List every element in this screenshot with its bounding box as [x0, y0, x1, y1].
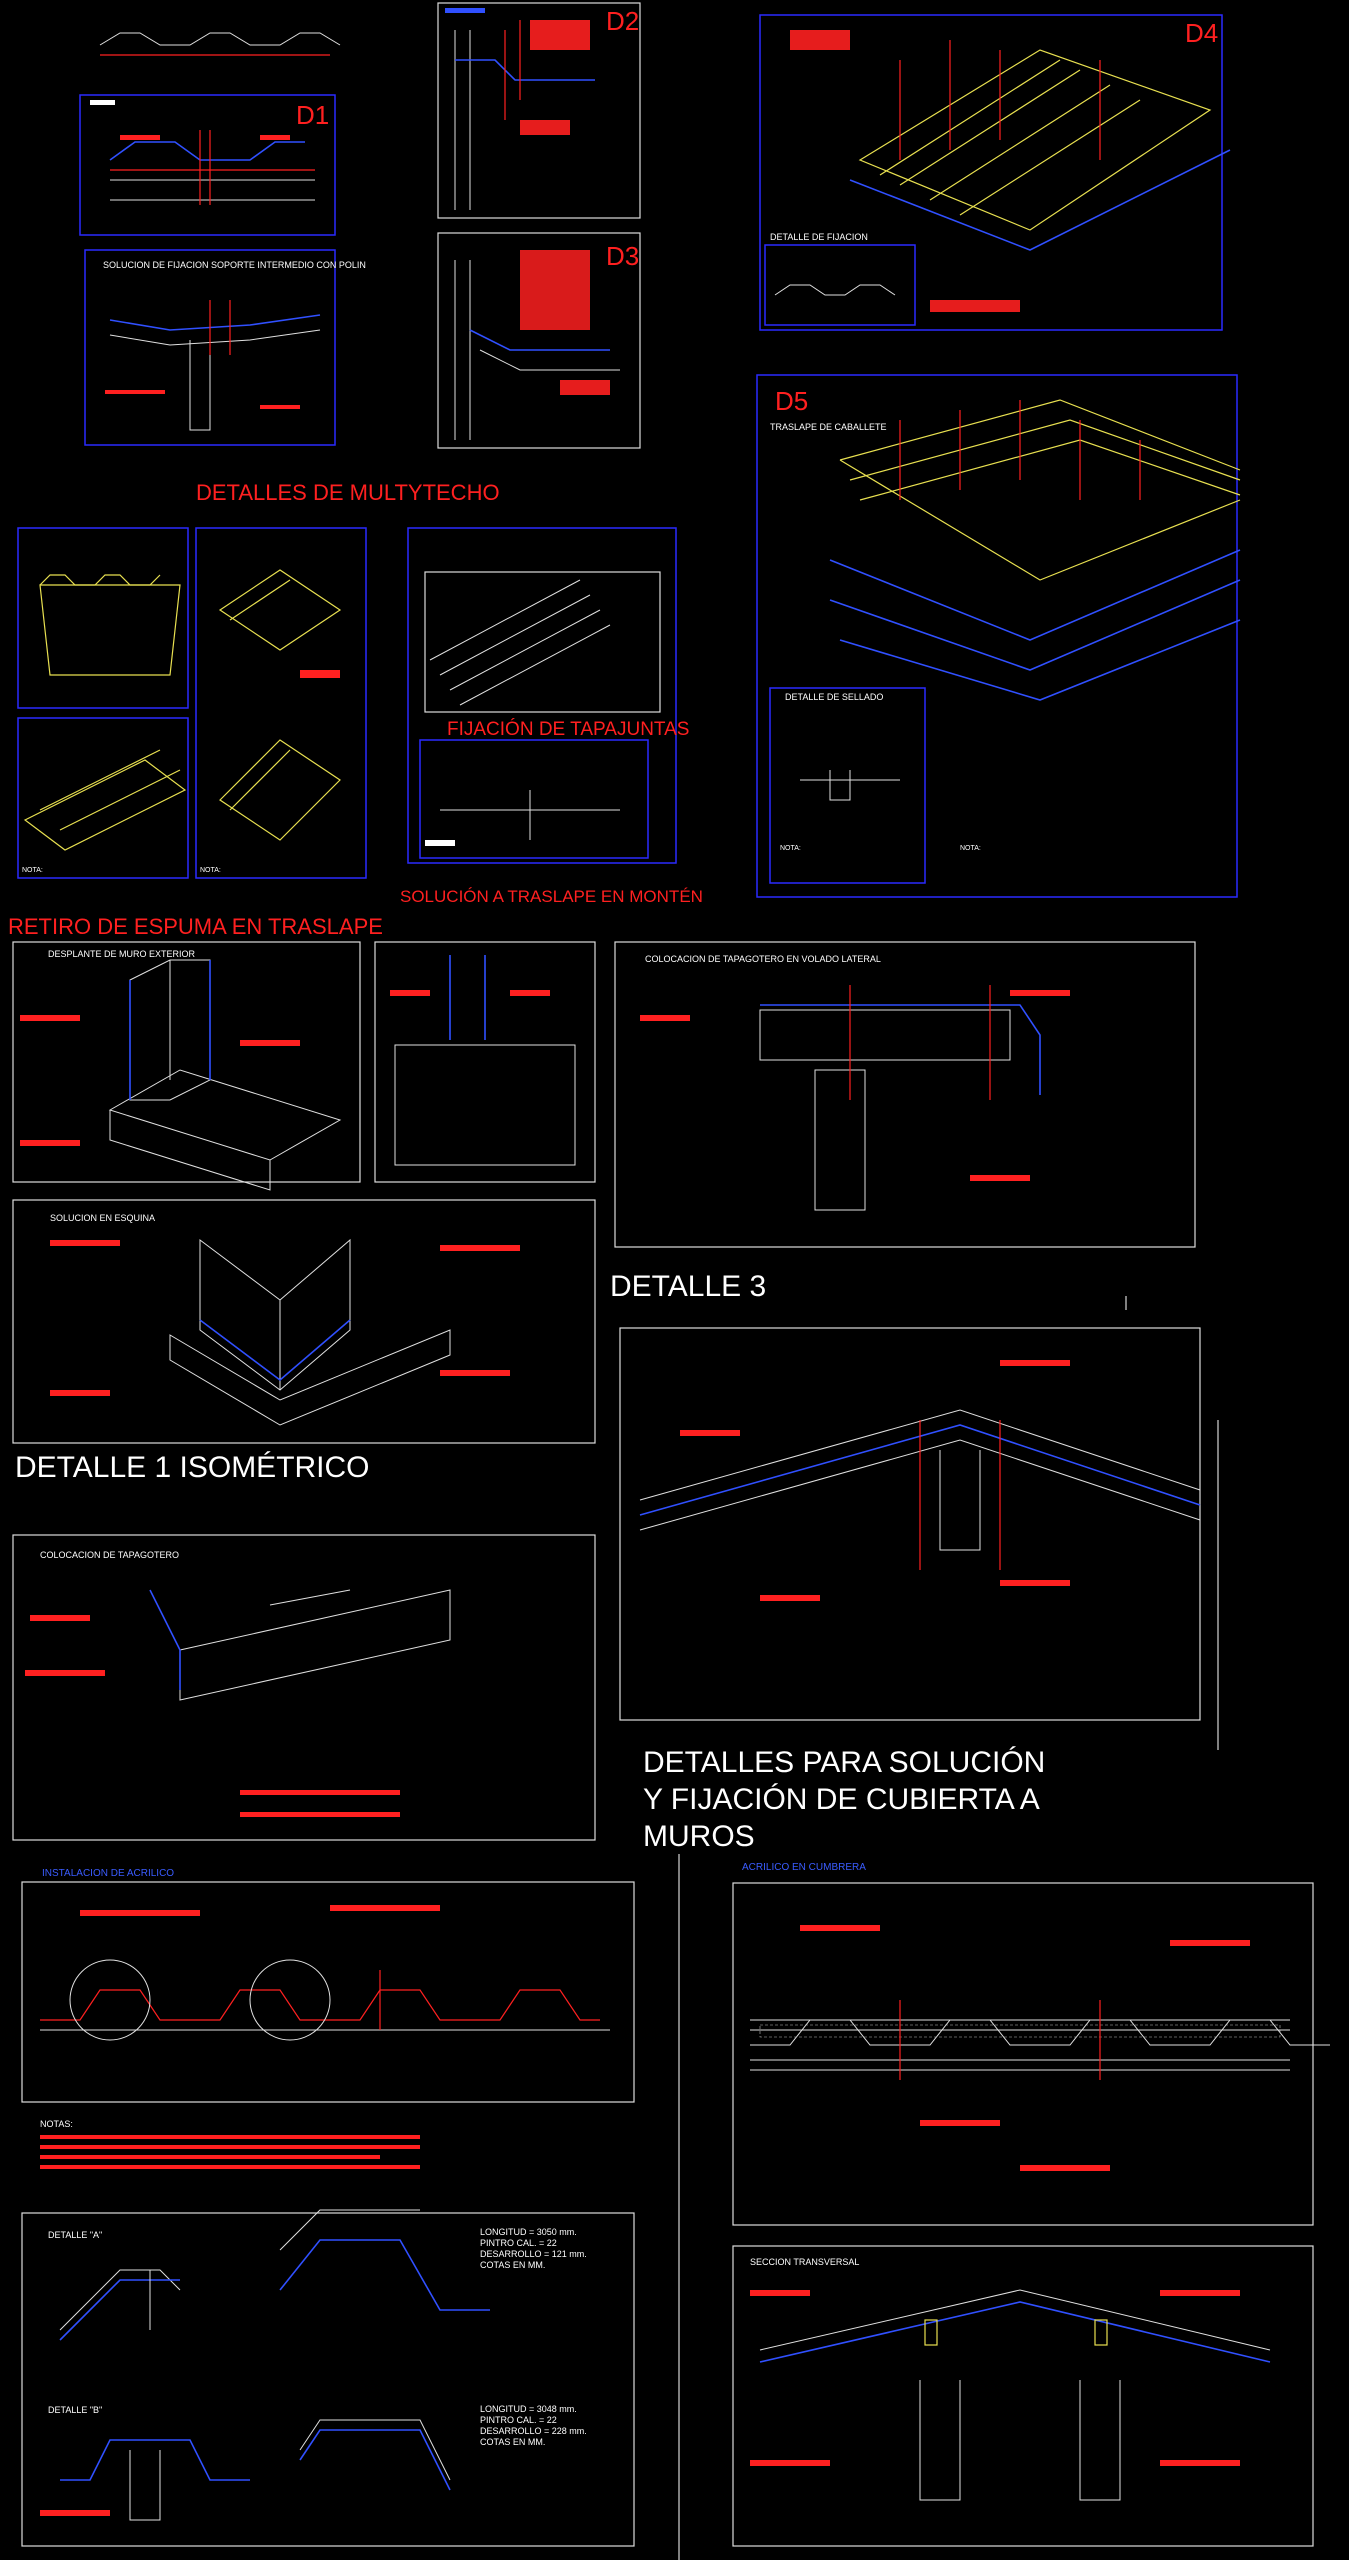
heading-retiro-espuma: RETIRO DE ESPUMA EN TRASLAPE	[8, 914, 383, 939]
label-solucion-esquina: SOLUCION EN ESQUINA	[50, 1213, 155, 1223]
label-colocacion-tapagotero: COLOCACION DE TAPAGOTERO	[40, 1550, 179, 1560]
spec-longitud-b: LONGITUD = 3048 mm.	[480, 2404, 577, 2414]
detail-seccion-transversal: SECCION TRANSVERSAL	[732, 2245, 1314, 2547]
tag-d3: D3	[606, 241, 639, 271]
label-nota-d5b: NOTA:	[960, 845, 981, 852]
label-solucion-fijacion: SOLUCION DE FIJACION SOPORTE INTERMEDIO …	[103, 260, 366, 270]
detail-espuma-2	[374, 941, 596, 1183]
label-nota-m2: NOTA:	[200, 867, 221, 874]
detail-d2: D2	[437, 2, 641, 219]
detail-d5: D5 TRASLAPE DE CABALLETE DETALLE DE SELL…	[756, 374, 1241, 898]
heading-multytecho: DETALLES DE MULTYTECHO	[196, 480, 500, 505]
label-nota-d5: NOTA:	[780, 845, 801, 852]
detail-d3: D3	[437, 232, 641, 449]
heading-solucion-traslape: SOLUCIÓN A TRASLAPE EN MONTÉN	[400, 887, 703, 906]
label-nota-m1: NOTA:	[22, 867, 43, 874]
label-detalle-sellado: DETALLE DE SELLADO	[785, 692, 883, 702]
label-acrilico-cumbrera: ACRILICO EN CUMBRERA	[742, 1862, 866, 1873]
detail-a-b: DETALLE "A" LONGITUD = 3050 mm. PINTRO C…	[21, 2209, 635, 2547]
spec-pintro-b: PINTRO CAL. = 22	[480, 2415, 557, 2425]
detail-esquina: SOLUCION EN ESQUINA	[12, 1199, 596, 1444]
heading-fijacion-tapajuntas: FIJACIÓN DE TAPAJUNTAS	[447, 718, 689, 740]
spec-desarrollo-a: DESARROLLO = 121 mm.	[480, 2249, 587, 2259]
heading-muros-line3: MUROS	[643, 1820, 755, 1853]
detail-polin: SOLUCION DE FIJACION SOPORTE INTERMEDIO …	[84, 249, 366, 446]
detail-volado-lateral: COLOCACION DE TAPAGOTERO EN VOLADO LATER…	[614, 941, 1196, 1248]
detail-tapagotero: COLOCACION DE TAPAGOTERO	[12, 1534, 596, 1841]
label-notas: NOTAS:	[40, 2119, 73, 2129]
spec-cotas-b: COTAS EN MM.	[480, 2437, 545, 2447]
detail-desplante: DESPLANTE DE MURO EXTERIOR	[12, 941, 361, 1191]
spec-pintro-a: PINTRO CAL. = 22	[480, 2238, 557, 2248]
label-detalle-b: DETALLE "B"	[48, 2405, 102, 2415]
tag-d1: D1	[296, 100, 329, 130]
label-colocacion-volado: COLOCACION DE TAPAGOTERO EN VOLADO LATER…	[645, 954, 881, 964]
detail-d1: D1	[79, 32, 341, 236]
label-desplante: DESPLANTE DE MURO EXTERIOR	[48, 949, 196, 959]
heading-muros-line1: DETALLES PARA SOLUCIÓN	[643, 1746, 1045, 1779]
heading-muros-line2: Y FIJACIÓN DE CUBIERTA A	[643, 1783, 1040, 1816]
label-traslape-caballete: TRASLAPE DE CABALLETE	[770, 422, 887, 432]
tag-d5: D5	[775, 386, 808, 416]
label-detalle-fijacion: DETALLE DE FIJACION	[770, 232, 868, 242]
detail-cumbrera-muros	[619, 1327, 1201, 1721]
heading-detalle3: DETALLE 3	[610, 1270, 766, 1303]
detail-instalacion-acrilico: NOTAS:	[21, 1881, 635, 2169]
detail-acrilico-cumbrera	[732, 1882, 1330, 2226]
label-seccion-transversal: SECCION TRANSVERSAL	[750, 2257, 859, 2267]
multytecho-panels: NOTA: NOTA: FIJACIÓN DE TAPAJUNTAS	[17, 527, 689, 879]
spec-cotas-a: COTAS EN MM.	[480, 2260, 545, 2270]
label-instalacion-acrilico: INSTALACION DE ACRILICO	[42, 1868, 174, 1879]
spec-desarrollo-b: DESARROLLO = 228 mm.	[480, 2426, 587, 2436]
heading-detalle1: DETALLE 1 ISOMÉTRICO	[15, 1451, 370, 1484]
tag-d2: D2	[606, 6, 639, 36]
detail-d4: D4 DETALLE DE FIJACION	[759, 14, 1231, 331]
tag-d4: D4	[1185, 18, 1218, 48]
label-detalle-a: DETALLE "A"	[48, 2230, 102, 2240]
spec-longitud-a: LONGITUD = 3050 mm.	[480, 2227, 577, 2237]
